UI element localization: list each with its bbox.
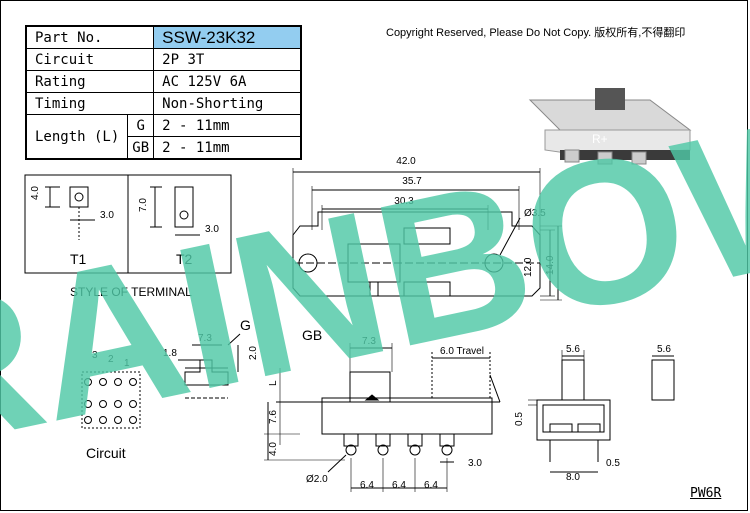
part-no-label: Part No. [25, 25, 155, 49]
drawing-code: PW6R [690, 486, 722, 501]
t1-height-dim: 4.0 [30, 186, 41, 200]
circuit-pin-2: 2 [108, 354, 114, 365]
gb-dim-pitch-3: 6.4 [424, 480, 438, 491]
t2-height-dim: 7.0 [138, 198, 149, 212]
gb-dim-width: 7.3 [362, 336, 376, 347]
rating-value: AC 125V 6A [153, 70, 302, 93]
dim-hole-pitch: 30.3 [394, 196, 414, 207]
g-dim-width: 7.3 [198, 333, 212, 344]
circuit-pin-3: 3 [92, 350, 98, 361]
t1-label: T1 [70, 251, 87, 267]
spec-row-length-gb: GB 2 - 11mm [26, 136, 302, 160]
gb-dim-pin-hole: Ø2.0 [306, 474, 328, 485]
rating-label: Rating [25, 70, 155, 93]
dim-mid: 35.7 [402, 176, 422, 187]
gb-dim-l: L [268, 380, 279, 386]
pin-hole-4-icon [441, 444, 453, 456]
pin-hole-3-icon [409, 444, 421, 456]
gb-view [264, 343, 501, 492]
spec-row-rating: Rating AC 125V 6A [25, 70, 302, 93]
rainbow-watermark: RAINBOW [0, 63, 750, 495]
pin-hole-2-icon [377, 444, 389, 456]
terminal-style-panel [24, 174, 232, 274]
end-dim-gap: 0.5 [514, 412, 525, 426]
mount-hole-right-icon [484, 253, 504, 273]
photo-mark: R+ [592, 132, 608, 146]
gb-label: GB [302, 327, 322, 343]
length-label: Length (L) [25, 114, 129, 160]
t2-width-dim: 3.0 [205, 224, 219, 235]
g-dim-height: 2.0 [248, 346, 259, 360]
end-view [528, 350, 675, 473]
terminal-style-caption: STYLE OF TERMINAL [70, 285, 192, 299]
t2-terminal-shape [174, 186, 194, 228]
end-dim-pin-gap: 0.5 [606, 458, 620, 469]
copyright-notice: Copyright Reserved, Please Do Not Copy. … [386, 27, 686, 39]
gb-dim-travel: 6.0 Travel [440, 346, 484, 357]
length-gb-value: 2 - 11mm [153, 136, 302, 160]
gb-dim-pin: 4.0 [268, 442, 279, 456]
pin-hole-1-icon [345, 444, 357, 456]
gb-dim-pin-width: 3.0 [468, 458, 482, 469]
length-g-value: 2 - 11mm [153, 114, 302, 137]
end-dim-actuator-2: 5.6 [657, 344, 671, 355]
gb-dim-pitch-2: 6.4 [392, 480, 406, 491]
circuit-diagram [81, 371, 141, 429]
part-no-value: SSW-23K32 [153, 25, 302, 49]
end-dim-width: 8.0 [566, 472, 580, 483]
g-view [178, 333, 241, 399]
t2-hole-icon [179, 210, 189, 220]
t1-hole-icon [74, 192, 84, 202]
spec-row-length-g: Length (L) G 2 - 11mm [25, 114, 302, 160]
circuit-label: Circuit [25, 48, 155, 71]
circuit-pin-1: 1 [124, 358, 130, 369]
top-view [292, 168, 562, 301]
spec-row-part-no: Part No. SSW-23K32 [25, 25, 302, 49]
spec-table: Part No. SSW-23K32 Circuit 2P 3T Rating … [25, 25, 303, 160]
t1-terminal-shape [69, 186, 89, 208]
dim-overall: 42.0 [396, 156, 416, 167]
t1-width-dim: 3.0 [100, 210, 114, 221]
circuit-label: Circuit [86, 445, 126, 461]
t2-label: T2 [176, 251, 193, 267]
spec-row-circuit: Circuit 2P 3T [25, 48, 302, 71]
product-photo: R+ [528, 88, 692, 165]
dim-h-outer: 14.0 [545, 255, 556, 275]
gb-dim-body: 7.6 [268, 410, 279, 424]
g-label: G [240, 317, 251, 333]
end-dim-actuator-1: 5.6 [566, 344, 580, 355]
g-dim-left: 1.8 [163, 348, 177, 359]
dim-h-inner: 12.0 [523, 257, 534, 277]
gb-dim-pitch-1: 6.4 [360, 480, 374, 491]
mount-hole-left-icon [298, 253, 318, 273]
dim-hole-dia: Ø3.5 [524, 208, 546, 219]
timing-label: Timing [25, 92, 155, 115]
